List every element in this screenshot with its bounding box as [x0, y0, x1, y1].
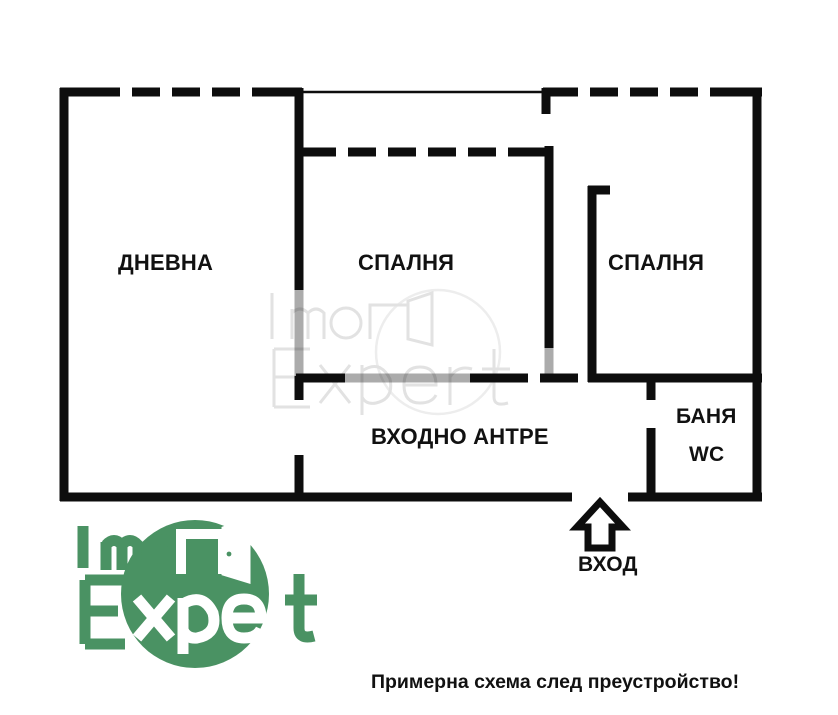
room-label-living: ДНЕВНА [118, 250, 214, 275]
room-label-bedroom1: СПАЛНЯ [358, 250, 455, 275]
logo [63, 512, 323, 672]
caption-text: Примерна схема след преустройство! [371, 671, 740, 693]
room-label-bedroom2: СПАЛНЯ [608, 250, 705, 275]
room-label-hallway: ВХОДНО АНТРЕ [371, 424, 549, 449]
open-door-icon [176, 515, 251, 585]
room-label-wc: WC [689, 443, 725, 466]
room-label-bath: БАНЯ [676, 405, 737, 428]
entrance-label: ВХОД [578, 553, 638, 576]
logo-graphic [77, 515, 317, 668]
up-arrow-icon [569, 496, 631, 552]
